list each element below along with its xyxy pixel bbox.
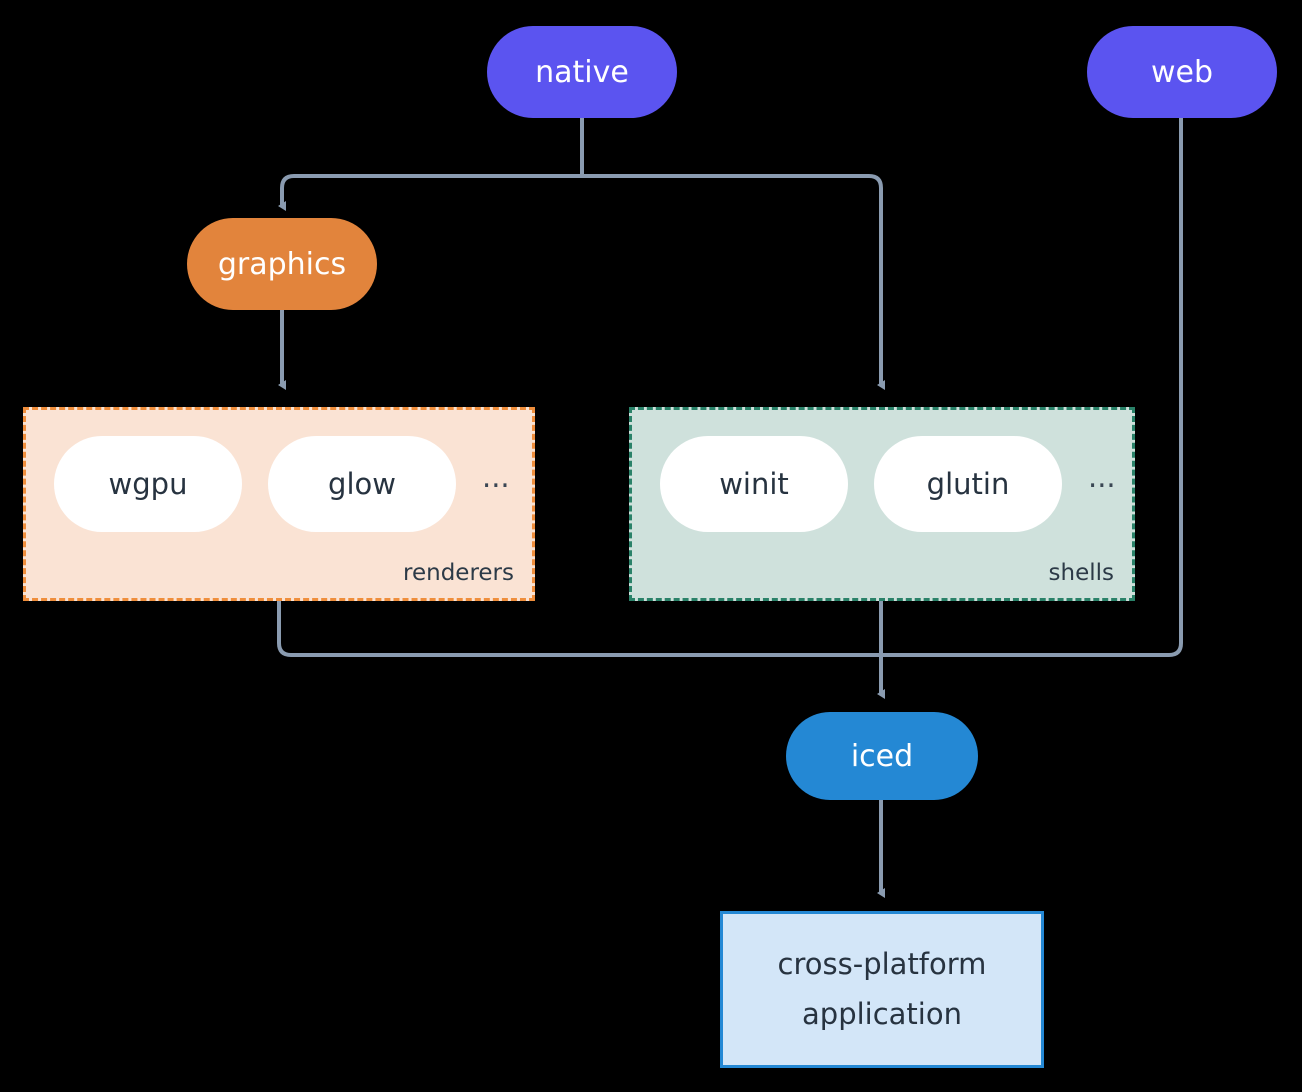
node-graphics-label: graphics bbox=[217, 246, 347, 282]
node-graphics[interactable]: graphics bbox=[187, 218, 377, 310]
node-winit[interactable]: winit bbox=[660, 436, 848, 532]
node-glutin-label: glutin bbox=[926, 467, 1010, 501]
node-glutin[interactable]: glutin bbox=[874, 436, 1062, 532]
edge-native-to-graphics bbox=[278, 174, 582, 211]
node-iced-label: iced bbox=[850, 738, 914, 774]
group-renderers-items: wgpu glow ... bbox=[26, 436, 532, 532]
node-glow[interactable]: glow bbox=[268, 436, 456, 532]
renderers-overflow-ellipsis: ... bbox=[482, 459, 510, 494]
group-renderers-label: renderers bbox=[403, 560, 514, 586]
node-native-label: native bbox=[535, 54, 629, 90]
node-native[interactable]: native bbox=[487, 26, 677, 118]
node-glow-label: glow bbox=[328, 467, 396, 501]
node-web[interactable]: web bbox=[1087, 26, 1277, 118]
group-shells[interactable]: winit glutin ... shells bbox=[629, 407, 1135, 601]
node-application-label-line2: application bbox=[802, 996, 962, 1031]
edge-native-to-shells bbox=[582, 174, 885, 390]
group-renderers[interactable]: wgpu glow ... renderers bbox=[23, 407, 535, 601]
node-iced[interactable]: iced bbox=[786, 712, 978, 800]
node-wgpu[interactable]: wgpu bbox=[54, 436, 242, 532]
shells-overflow-ellipsis: ... bbox=[1088, 459, 1116, 494]
node-application-label-line1: cross-platform bbox=[777, 946, 987, 981]
edge-renderers-to-iced bbox=[277, 601, 881, 657]
group-shells-items: winit glutin ... bbox=[632, 436, 1132, 532]
node-application[interactable]: cross-platform application bbox=[720, 911, 1044, 1068]
group-shells-label: shells bbox=[1048, 560, 1114, 586]
node-wgpu-label: wgpu bbox=[108, 467, 188, 501]
node-web-label: web bbox=[1150, 54, 1214, 90]
node-winit-label: winit bbox=[719, 467, 789, 501]
